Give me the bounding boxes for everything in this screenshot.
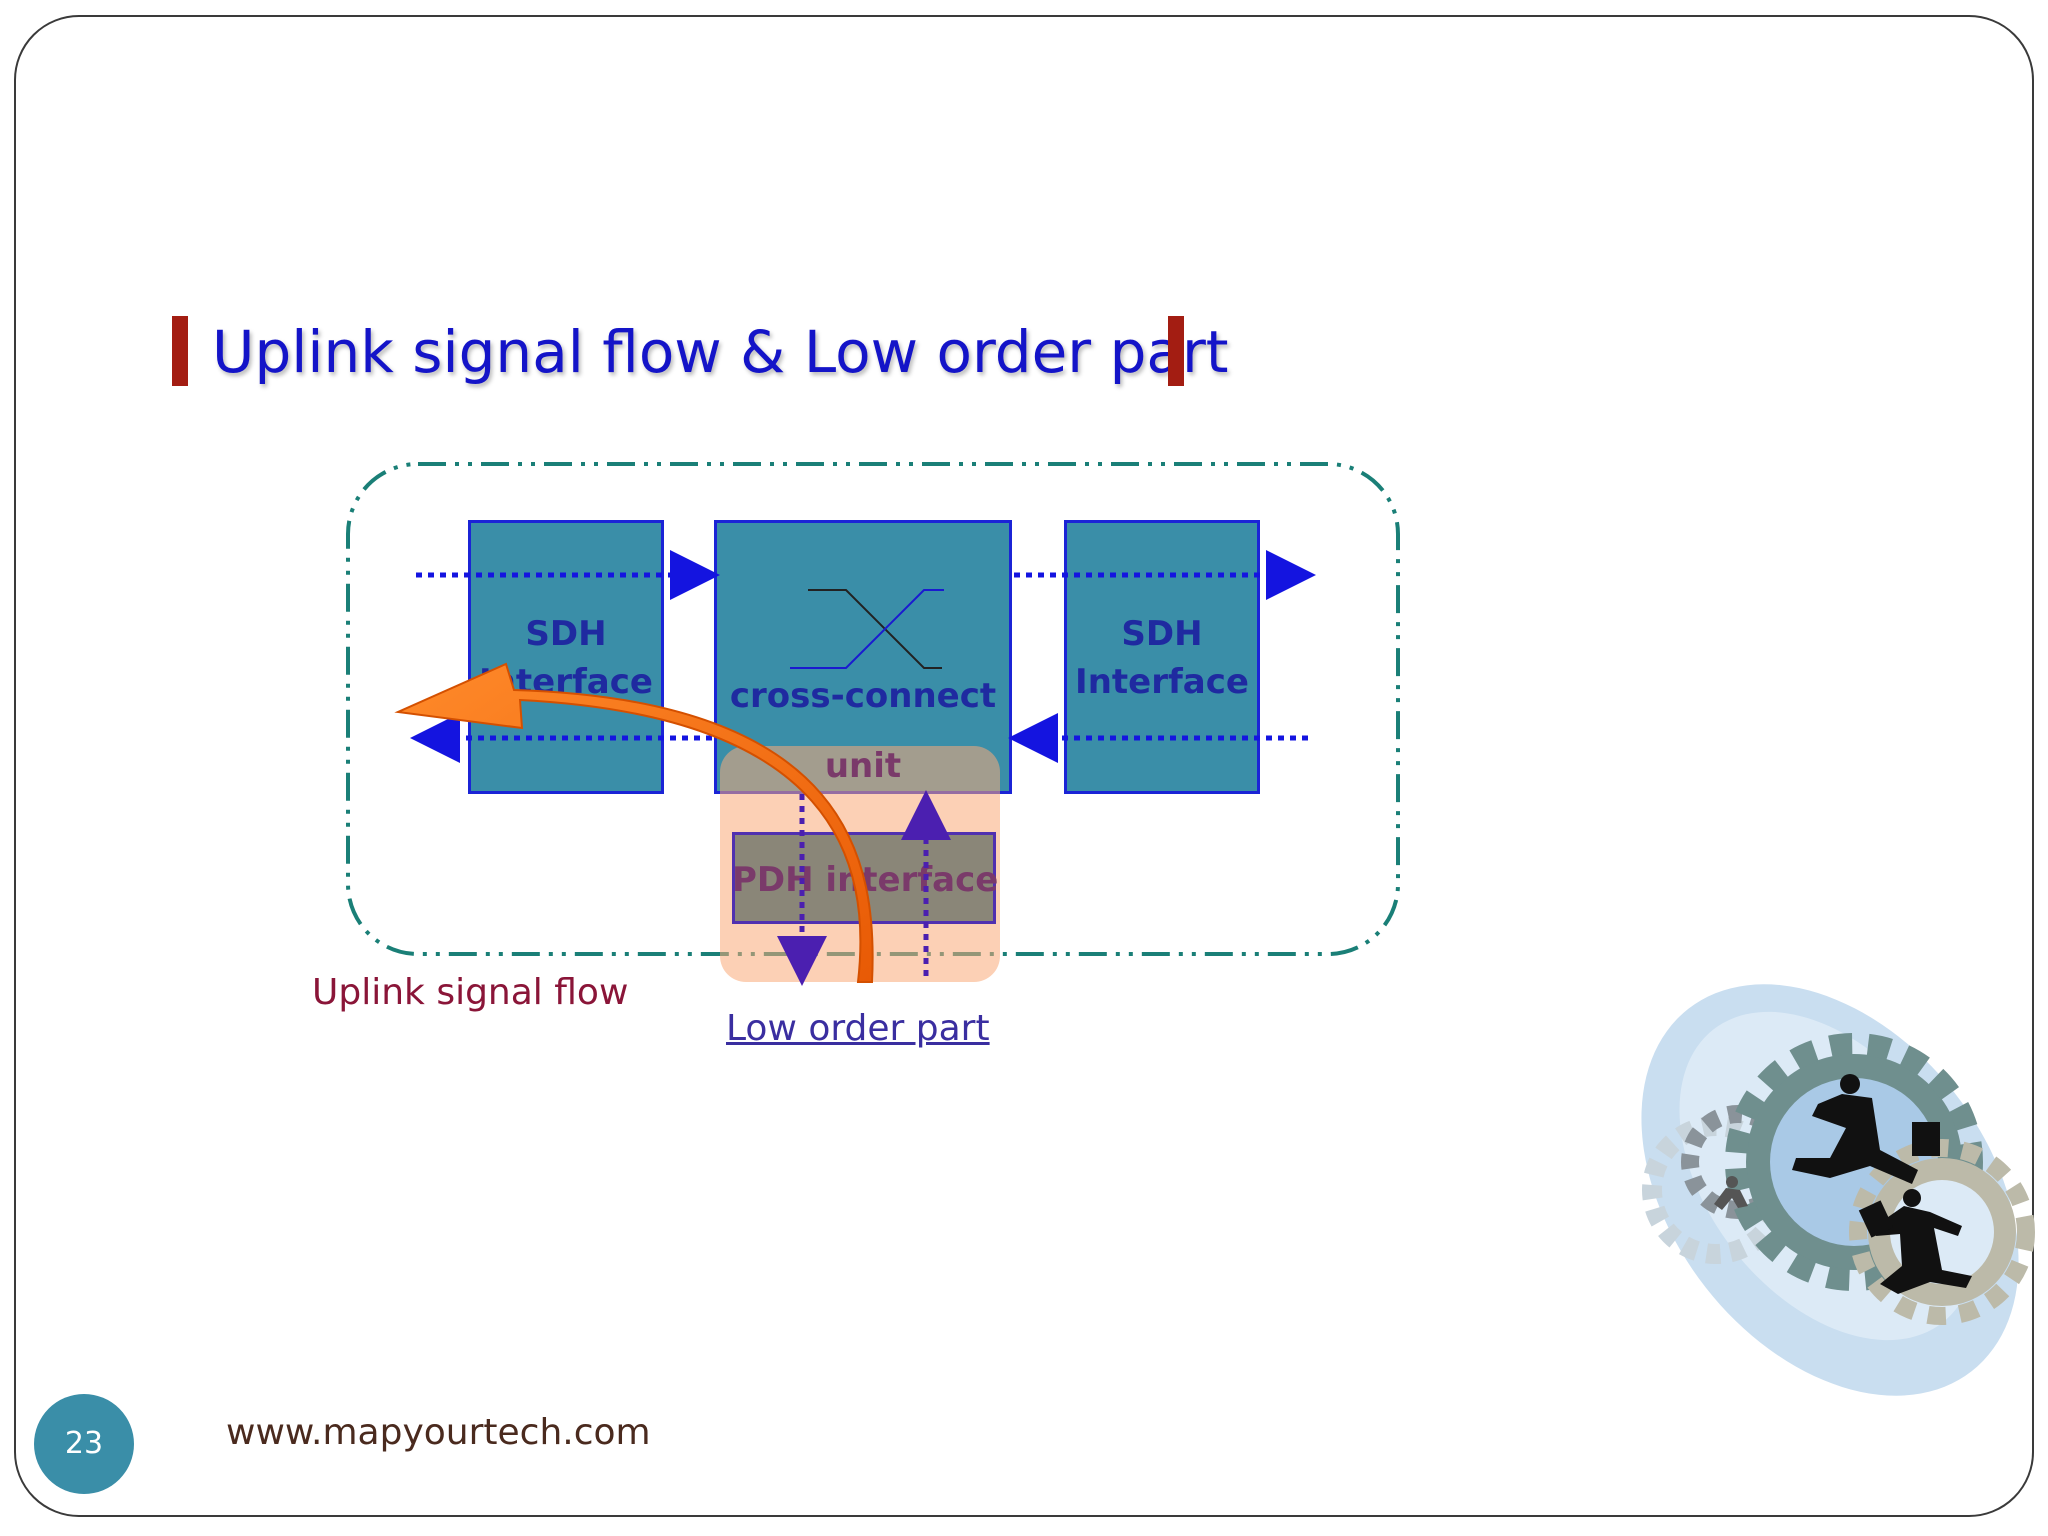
title-left-bar	[172, 316, 188, 386]
website-link[interactable]: www.mapyourtech.com	[226, 1412, 651, 1453]
sdh-right-label-1: SDH	[1121, 614, 1203, 654]
page-title: Uplink signal flow & Low order part	[212, 318, 1229, 386]
uplink-signal-flow-label: Uplink signal flow	[312, 972, 629, 1013]
sdh-interface-left-box	[468, 520, 664, 794]
low-order-part-link[interactable]: Low order part	[726, 1008, 990, 1049]
uplink-curved-arrow	[394, 662, 874, 983]
title-right-bar	[1168, 316, 1184, 386]
sdh-right-label-2: Interface	[1075, 662, 1249, 702]
equipment-container	[346, 462, 1400, 956]
sdh-interface-right-box	[1064, 520, 1260, 794]
page-number-badge: 23	[34, 1394, 134, 1494]
cross-connect-label-2: unit	[824, 746, 902, 786]
cross-connect-label-1: cross-connect	[729, 676, 997, 716]
sdh-left-label-1: SDH	[525, 614, 607, 654]
